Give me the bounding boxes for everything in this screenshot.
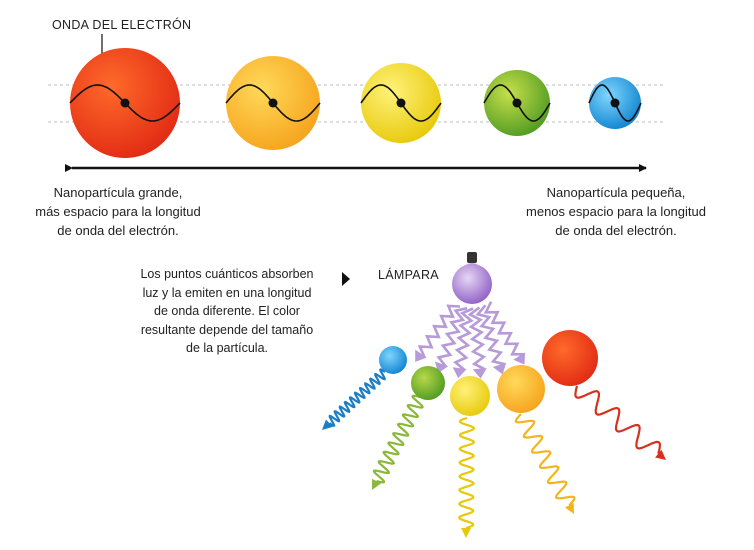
pointer-triangle-icon [342, 272, 350, 286]
nanoparticle-green [483, 70, 551, 136]
quantum-dot-group [379, 330, 598, 416]
nanoparticle-red [69, 48, 181, 158]
quantum-dot-orange [497, 365, 545, 413]
emission-arrowhead-red [655, 449, 666, 460]
light-ray [483, 301, 524, 356]
light-ray [436, 307, 468, 368]
electron-wave-label: ONDA DEL ELECTRÓN [52, 18, 192, 32]
emission-wave-blue [328, 368, 386, 427]
electron-dot [120, 98, 130, 108]
lamp-label: LÁMPARA [378, 268, 439, 282]
emission-arrowhead-blue [322, 419, 333, 430]
large-particle-caption: Nanopartícula grande, más espacio para l… [35, 185, 201, 238]
quantum-dot-yellow [450, 376, 490, 416]
emission-arrowhead-yellow [461, 527, 472, 538]
light-ray-head [452, 367, 467, 379]
light-ray [417, 304, 461, 358]
electron-dot [268, 98, 278, 108]
electron-dot [396, 98, 406, 108]
nanoparticle-blue [588, 77, 642, 129]
lamp-icon [452, 252, 492, 304]
light-ray [467, 306, 487, 371]
quantum-dot-explanation: Los puntos cuánticos absorben luz y la e… [140, 267, 314, 355]
emission-arrowhead-orange [564, 502, 574, 514]
nanoparticle-yellow [360, 63, 442, 143]
light-ray-head [492, 362, 507, 375]
emission-wave-green [372, 394, 424, 484]
light-ray-head [513, 352, 526, 365]
light-ray [452, 307, 474, 371]
light-ray-head [415, 349, 427, 362]
quantum-dot-red [542, 330, 598, 386]
particle-row [69, 48, 642, 158]
lamp-light-rays [415, 301, 526, 379]
electron-dot [512, 98, 522, 108]
emission-wave-orange [514, 413, 576, 506]
emission-wave-red [574, 385, 662, 454]
quantum-dot-green [411, 366, 445, 400]
emission-arrowhead-green [372, 478, 382, 490]
electron-dot [610, 98, 620, 108]
quantum-dot-blue [379, 346, 407, 374]
small-particle-caption: Nanopartícula pequeña, menos espacio par… [526, 185, 706, 238]
nanoparticle-orange [225, 56, 321, 150]
light-ray-head [472, 368, 487, 379]
light-ray [475, 304, 505, 366]
emission-waves [322, 368, 666, 538]
emission-wave-yellow [458, 416, 476, 530]
